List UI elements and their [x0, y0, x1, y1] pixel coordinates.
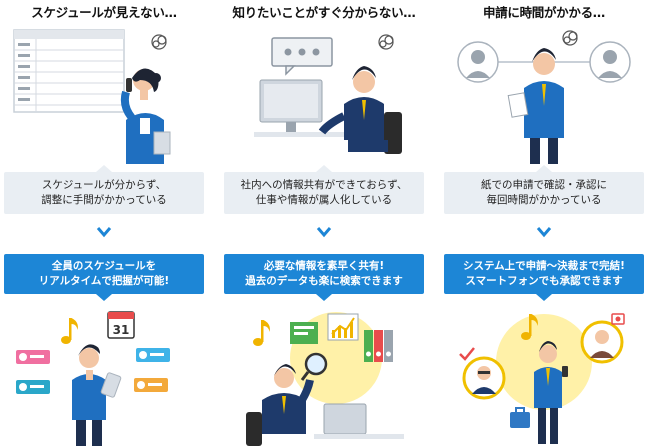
- music-note-icon: [253, 320, 270, 346]
- user-chat-bubble-icon: [16, 380, 50, 394]
- document-icon: [290, 322, 318, 344]
- woman-on-phone-figure: [120, 68, 171, 164]
- solution-box: 全員のスケジュールを リアルタイムで把握が可能!: [4, 254, 204, 301]
- man-with-magnifier-figure: [246, 364, 404, 446]
- confusion-scribble-icon: [378, 34, 394, 50]
- application-problem-illustration: [457, 30, 631, 164]
- magnifier-icon: [300, 352, 328, 381]
- column-schedule: スケジュールが見えない…: [4, 0, 204, 446]
- user-chat-bubble-icon: [136, 348, 170, 362]
- chevron-down-icon: [536, 227, 552, 238]
- person-avatar-icon: [589, 41, 631, 83]
- speech-bubble-icon: [271, 37, 333, 76]
- schedule-solution-illustration: 31: [16, 311, 170, 446]
- user-chat-bubble-icon: [134, 378, 168, 392]
- problem-box: 紙での申請で確認・承認に 毎回時間がかかっている: [444, 165, 644, 214]
- svg-text:31: 31: [113, 323, 130, 337]
- man-at-desk-figure: [318, 66, 402, 154]
- application-solution-illustration: [459, 313, 625, 444]
- user-chat-bubble-icon: [16, 350, 50, 364]
- music-note-icon: [521, 314, 538, 340]
- information-solution-illustration: [246, 312, 404, 446]
- person-avatar-icon: [580, 320, 624, 364]
- woman-with-tablet-figure: [72, 344, 122, 446]
- column-information: 知りたいことがすぐ分からない… 社内への情報共有ができておらず、 仕事や: [224, 0, 424, 446]
- confusion-scribble-icon: [562, 30, 578, 46]
- calendar-icon: 31: [107, 311, 135, 339]
- briefcase-icon: [510, 407, 530, 428]
- monitor-icon: [254, 79, 364, 137]
- information-problem-illustration: [254, 34, 402, 154]
- music-note-icon: [61, 318, 78, 344]
- schedule-board-icon: [13, 29, 125, 113]
- stamp-icon: [611, 313, 625, 325]
- chevron-down-icon: [316, 227, 332, 238]
- bar-chart-icon: [327, 313, 359, 341]
- column-heading: 申請に時間がかかる…: [482, 5, 605, 20]
- person-avatar-icon: [462, 356, 506, 400]
- solution-box: 必要な情報を素早く共有! 過去のデータも楽に検索できます: [224, 254, 424, 301]
- column-heading: 知りたいことがすぐ分からない…: [232, 5, 416, 20]
- column-heading: スケジュールが見えない…: [31, 5, 177, 20]
- man-with-paper-figure: [507, 48, 564, 164]
- column-application: 申請に時間がかかる… 紙での申請で確認・承認に 毎回時間がかかっている: [444, 0, 644, 446]
- schedule-problem-illustration: [13, 29, 171, 164]
- person-avatar-icon: [457, 41, 499, 83]
- confusion-scribble-icon: [151, 34, 167, 50]
- problem-box: 社内への情報共有ができておらず、 仕事や情報が属人化している: [224, 165, 424, 214]
- binders-icon: [364, 330, 393, 362]
- man-with-smartphone-figure: [534, 341, 568, 444]
- solution-box: システム上で申請～決裁まで完結! スマートフォンでも承認できます: [444, 254, 644, 301]
- chevron-down-icon: [96, 227, 112, 238]
- problem-box: スケジュールが分からず、 調整に手間がかかっている: [4, 165, 204, 214]
- checkmark-icon: [459, 347, 475, 361]
